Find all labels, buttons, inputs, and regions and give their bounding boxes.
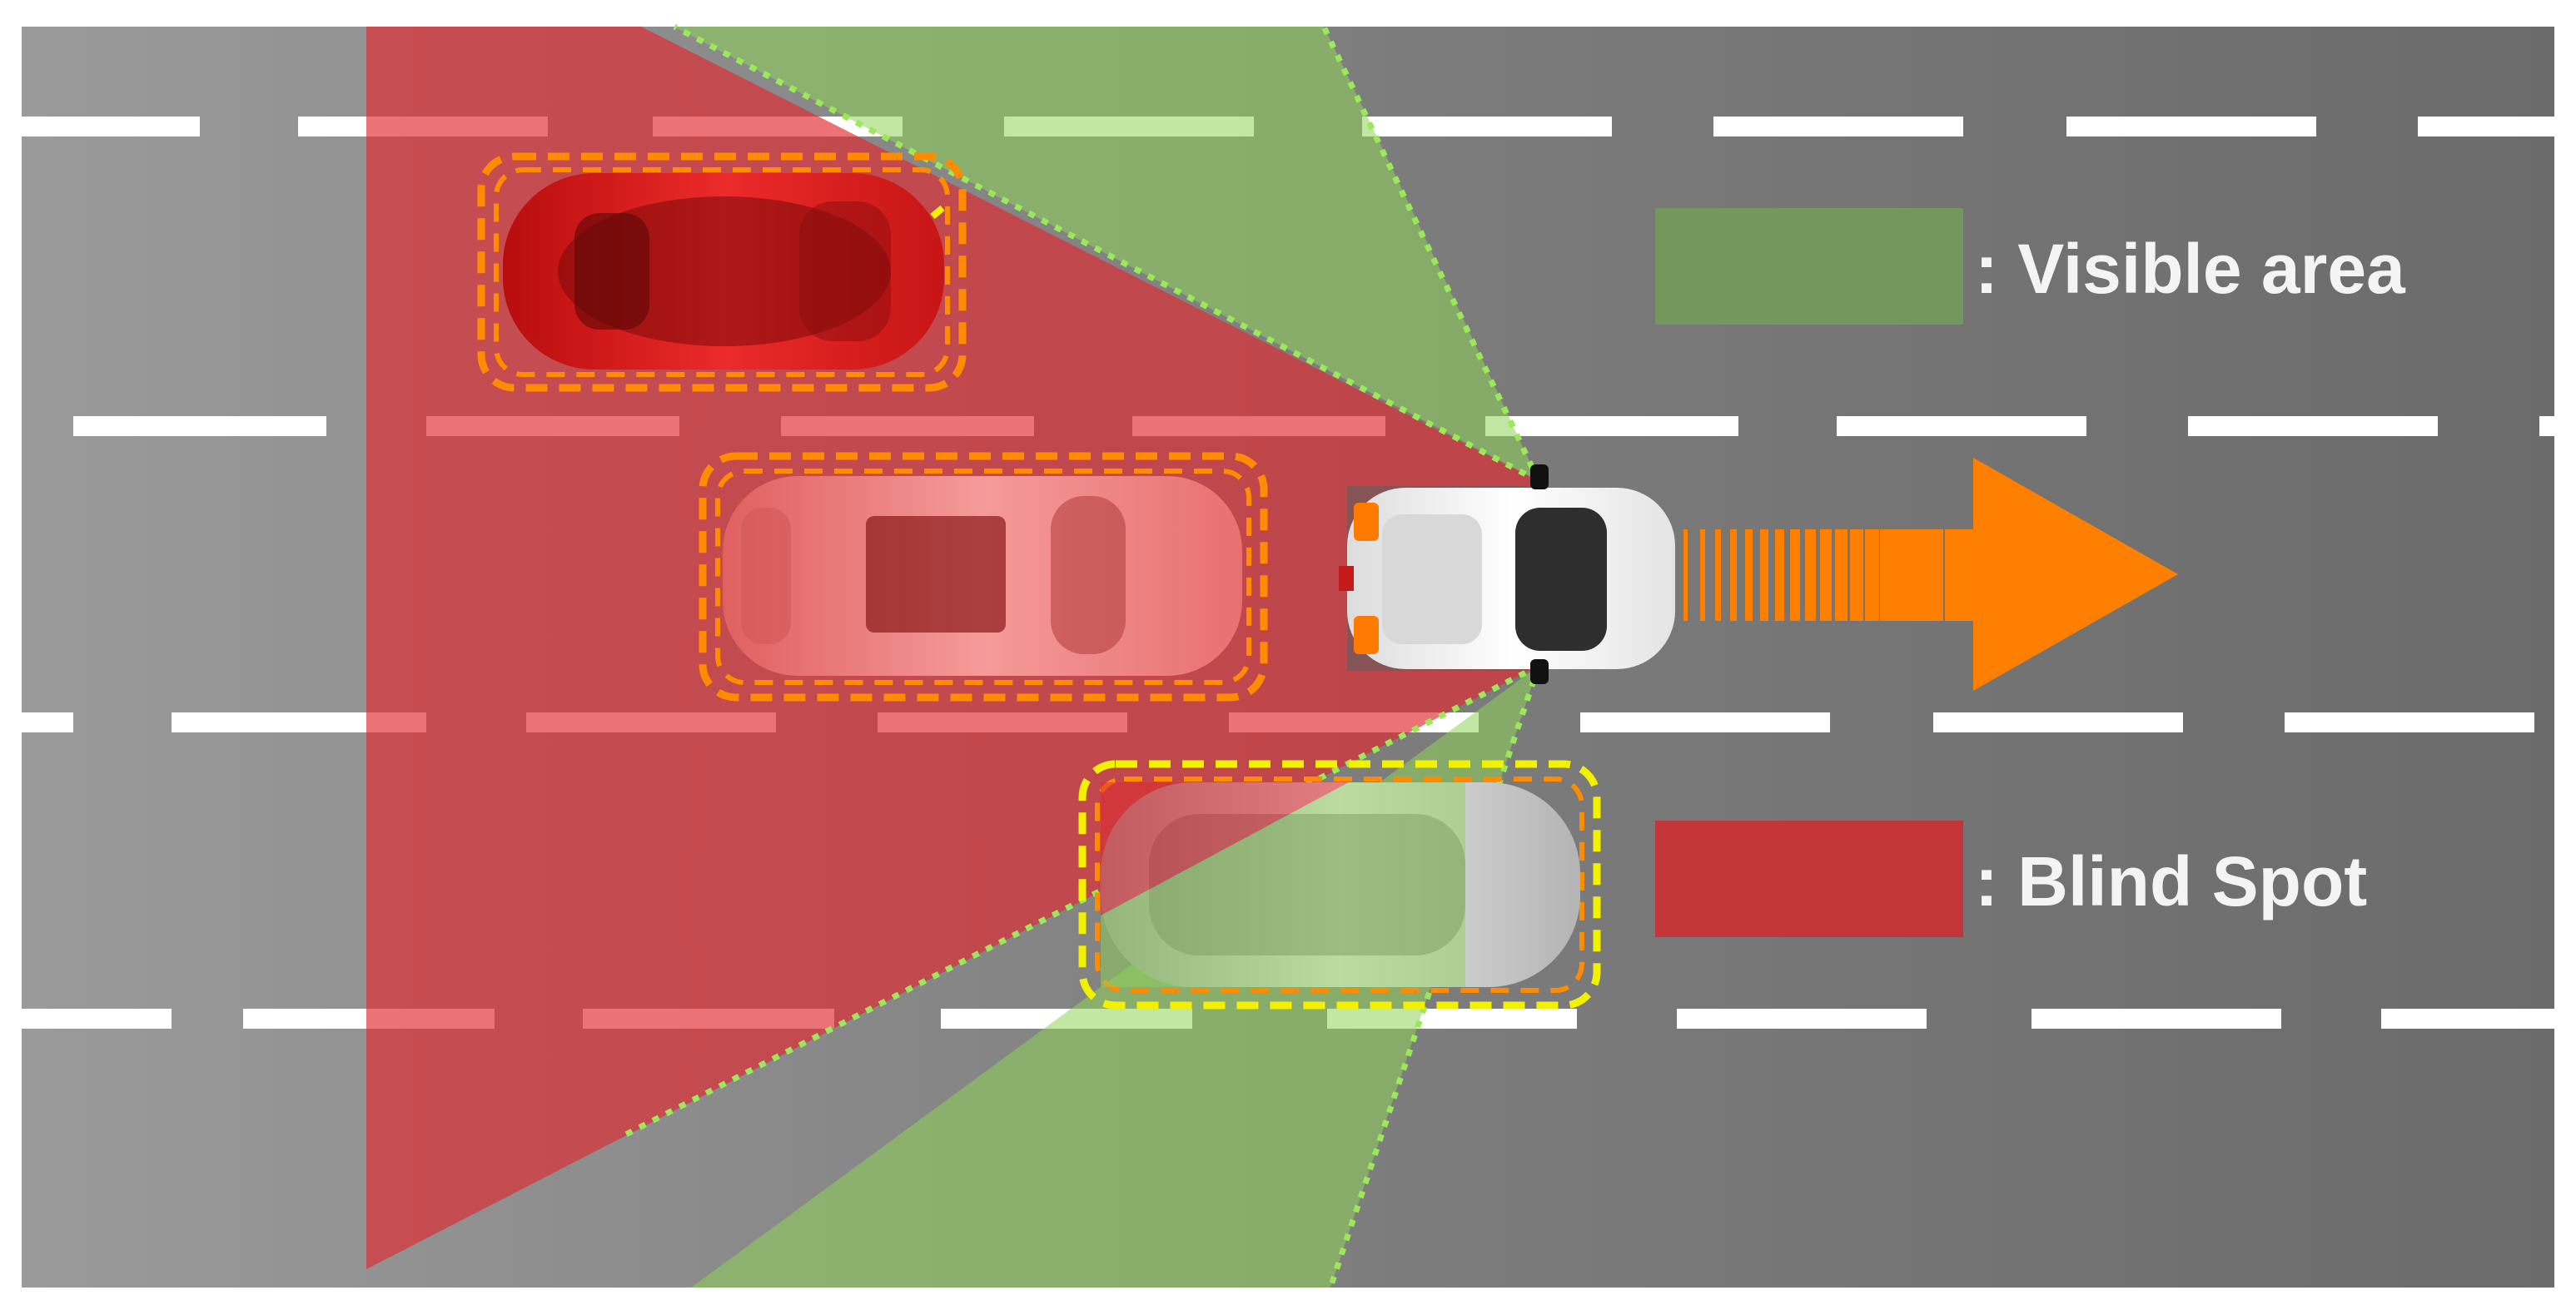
right-mirror — [1530, 659, 1549, 684]
legend-item-visible: : Visible area — [1655, 208, 2406, 325]
legend-swatch-visible — [1655, 208, 1963, 325]
detection-box-inner — [494, 167, 950, 377]
silver-coupe-icon — [1078, 666, 1601, 1010]
left-mirror — [1530, 464, 1549, 489]
sight-lines — [621, 23, 1542, 1289]
legend-swatch-blind — [1655, 821, 1963, 937]
detection-box-outer — [1078, 760, 1601, 1010]
arrow-head — [1963, 458, 2178, 691]
legend-label-visible: : Visible area — [1975, 230, 2406, 308]
detection-box-outer — [477, 152, 967, 392]
white-hatchback-icon — [1339, 464, 1675, 684]
legend-label-blind: : Blind Spot — [1975, 842, 2367, 920]
arrow-motion-stripes — [1683, 529, 1963, 621]
detection-box-inner — [1095, 777, 1584, 993]
legend-item-blind: : Blind Spot — [1655, 821, 2367, 937]
legend: : Visible area : Blind Spot — [1655, 208, 2406, 937]
red-sports-car-icon — [477, 152, 967, 392]
detection-box-outer — [699, 452, 1268, 702]
suv-icon — [699, 452, 1268, 702]
forward-arrow-icon — [1683, 458, 2178, 691]
